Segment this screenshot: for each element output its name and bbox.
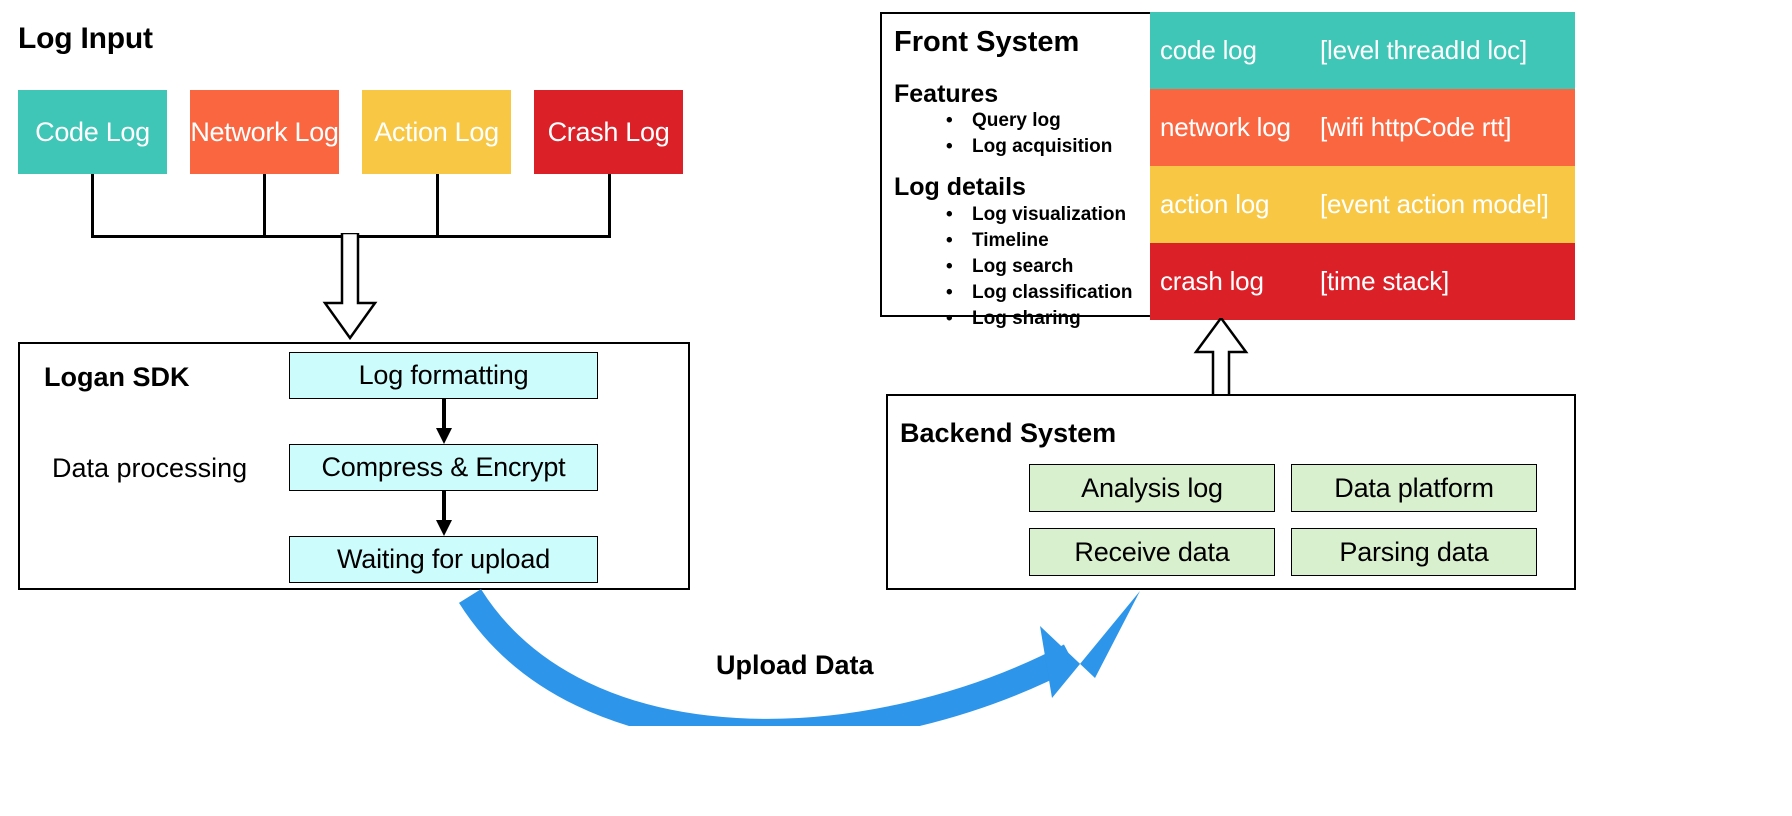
list-item[interactable]: • Timeline	[946, 228, 1161, 254]
list-item-label: Log visualization	[972, 204, 1127, 225]
log-chip-network-log[interactable]: Network Log	[190, 90, 339, 174]
list-item-label: Timeline	[972, 230, 1049, 251]
sdk-step-waiting-for-upload[interactable]: Waiting for upload	[289, 536, 598, 583]
list-item[interactable]: • Log classification	[946, 280, 1161, 306]
log-chip-label: Code Log	[35, 116, 150, 147]
list-item[interactable]: • Log acquisition	[946, 134, 1156, 160]
backend-box-data-platform[interactable]: Data platform	[1291, 464, 1537, 512]
backend-box-analysis-log[interactable]: Analysis log	[1029, 464, 1275, 512]
front-log-row-tag: [time stack]	[1320, 266, 1450, 296]
list-item-label: Log sharing	[972, 308, 1081, 329]
upload-data-label: Upload Data	[716, 650, 874, 680]
bullet-icon: •	[946, 308, 953, 329]
front-system-section-heading-log-details: Log details	[894, 173, 1026, 201]
sdk-step-compress-encrypt[interactable]: Compress & Encrypt	[289, 444, 598, 491]
upload-data-arrow	[459, 589, 1140, 726]
list-item-label: Log search	[972, 256, 1074, 277]
log-chip-code-log[interactable]: Code Log	[18, 90, 167, 174]
front-log-row-name: code log	[1160, 35, 1257, 65]
front-system-title: Front System	[894, 26, 1080, 58]
bullet-icon: •	[946, 230, 953, 251]
connector-drop-code-log	[91, 174, 94, 237]
log-chip-action-log[interactable]: Action Log	[362, 90, 511, 174]
backend-box-label: Parsing data	[1339, 536, 1489, 567]
list-item[interactable]: • Query log	[946, 108, 1156, 134]
front-log-row-tag: [event action model]	[1320, 189, 1549, 219]
arrow-step2-to-step3-icon	[436, 491, 452, 536]
front-log-row-crash-log[interactable]: crash log [time stack]	[1150, 243, 1575, 320]
list-item[interactable]: • Log sharing	[946, 306, 1161, 332]
list-item-label: Log classification	[972, 282, 1133, 303]
logan-sdk-side-label: Data processing	[52, 453, 248, 483]
backend-box-receive-data[interactable]: Receive data	[1029, 528, 1275, 576]
connector-drop-crash-log	[608, 174, 611, 237]
bullet-icon: •	[946, 110, 953, 131]
bullet-icon: •	[946, 282, 953, 303]
backend-box-label: Receive data	[1074, 536, 1230, 567]
list-item-label: Query log	[972, 110, 1061, 131]
list-item[interactable]: • Log search	[946, 254, 1161, 280]
front-log-row-network-log[interactable]: network log [wifi httpCode rtt]	[1150, 89, 1575, 166]
front-log-row-tag: [level threadId loc]	[1320, 35, 1528, 65]
backend-box-label: Analysis log	[1081, 472, 1223, 503]
arrow-step1-to-step2-icon	[436, 399, 452, 444]
backend-box-label: Data platform	[1334, 472, 1494, 503]
sdk-step-label: Compress & Encrypt	[321, 452, 566, 482]
list-item[interactable]: • Log visualization	[946, 202, 1161, 228]
log-chip-label: Crash Log	[547, 116, 670, 147]
front-system-section-heading-features: Features	[894, 80, 999, 108]
list-item-label: Log acquisition	[972, 136, 1113, 157]
backend-box-parsing-data[interactable]: Parsing data	[1291, 528, 1537, 576]
front-log-row-code-log[interactable]: code log [level threadId loc]	[1150, 12, 1575, 89]
connector-drop-network-log	[263, 174, 266, 237]
front-system-log-details-list: • Log visualization • Timeline • Log sea…	[946, 202, 1161, 332]
front-log-row-name: crash log	[1160, 266, 1264, 296]
front-log-row-action-log[interactable]: action log [event action model]	[1150, 166, 1575, 243]
sdk-step-label: Log formatting	[358, 360, 529, 390]
log-chip-label: Action Log	[374, 116, 499, 147]
sdk-step-log-formatting[interactable]: Log formatting	[289, 352, 598, 399]
log-chip-crash-log[interactable]: Crash Log	[534, 90, 683, 174]
bullet-icon: •	[946, 204, 953, 225]
front-log-row-tag: [wifi httpCode rtt]	[1320, 112, 1512, 142]
sdk-step-label: Waiting for upload	[336, 544, 551, 574]
backend-system-title: Backend System	[900, 418, 1117, 448]
logan-sdk-title: Logan SDK	[44, 362, 190, 392]
front-log-row-name: action log	[1160, 189, 1270, 219]
bullet-icon: •	[946, 136, 953, 157]
hollow-arrow-down-to-sdk	[322, 233, 378, 341]
log-input-title: Log Input	[18, 22, 153, 55]
front-system-features-list: • Query log • Log acquisition	[946, 108, 1156, 160]
bullet-icon: •	[946, 256, 953, 277]
connector-drop-action-log	[436, 174, 439, 237]
front-log-row-name: network log	[1160, 112, 1291, 142]
log-chip-label: Network Log	[190, 116, 339, 147]
